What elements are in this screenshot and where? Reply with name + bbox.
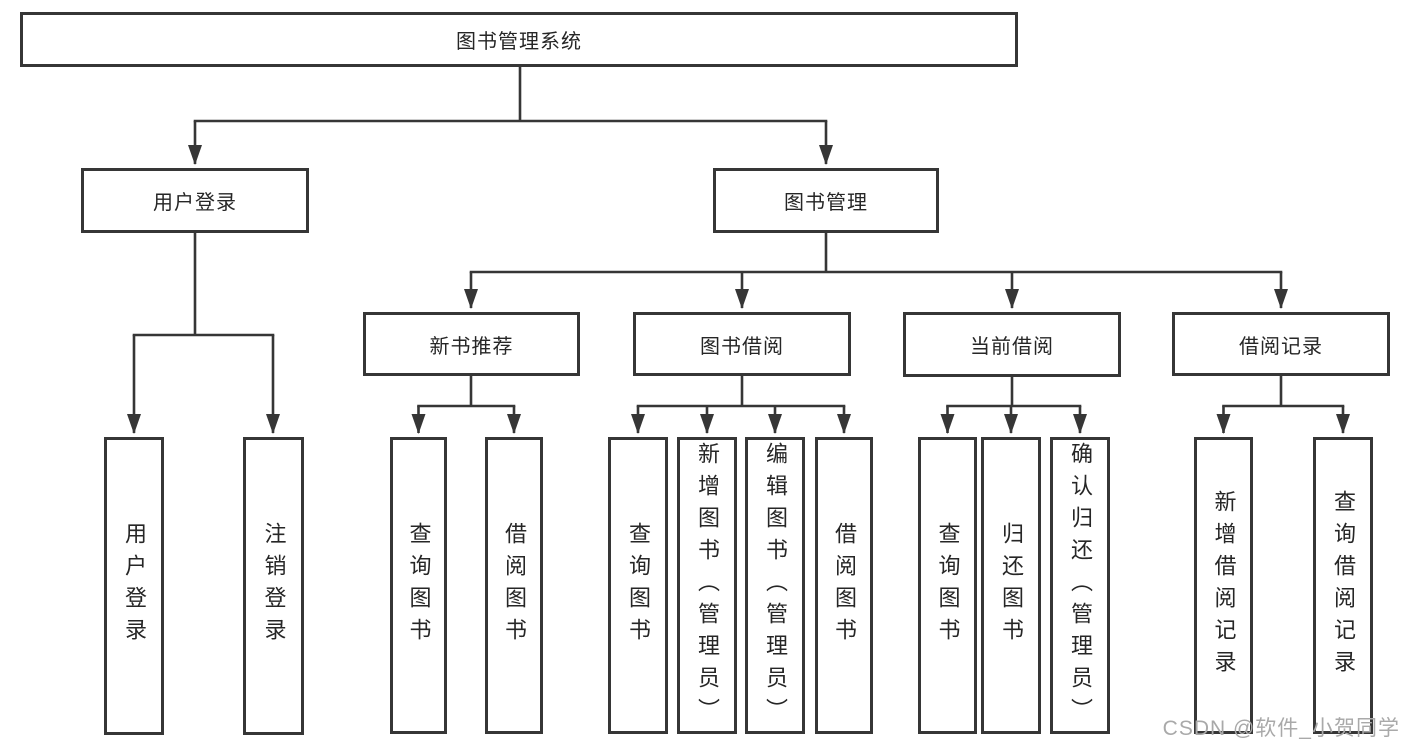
leaf-newbooks-query: 查询图书 [390, 437, 447, 734]
node-current-borrowing-label: 当前借阅 [970, 336, 1054, 358]
leaf-current-confirm-admin-label: 确认归还（管理员） [1068, 441, 1093, 730]
leaf-borrow-borrow-label: 借阅图书 [832, 521, 857, 650]
leaf-borrow-edit-admin-label: 编辑图书（管理员） [763, 441, 788, 730]
node-book-management: 图书管理 [713, 168, 939, 233]
leaf-records-query: 查询借阅记录 [1313, 437, 1373, 734]
leaf-newbooks-borrow-label: 借阅图书 [502, 521, 527, 650]
node-root-label: 图书管理系统 [456, 31, 582, 53]
leaf-records-add-label: 新增借阅记录 [1211, 489, 1237, 682]
leaf-newbooks-query-label: 查询图书 [406, 521, 432, 650]
leaf-current-return-label: 归还图书 [999, 521, 1024, 650]
leaf-current-return: 归还图书 [981, 437, 1041, 734]
node-user-login-label: 用户登录 [153, 192, 237, 214]
leaf-user-login-label: 用户登录 [122, 522, 147, 650]
node-user-login: 用户登录 [81, 168, 309, 233]
node-book-borrowing-label: 图书借阅 [700, 335, 784, 358]
leaf-logout-label: 注销登录 [261, 522, 287, 650]
leaf-current-query-label: 查询图书 [935, 521, 961, 650]
leaf-records-add: 新增借阅记录 [1194, 437, 1253, 734]
leaf-records-query-label: 查询借阅记录 [1331, 489, 1356, 682]
node-borrowing-records-label: 借阅记录 [1239, 335, 1323, 358]
leaf-borrow-edit-admin: 编辑图书（管理员） [745, 437, 805, 734]
leaf-current-confirm-admin: 确认归还（管理员） [1050, 437, 1110, 734]
node-new-book-recommendation: 新书推荐 [363, 312, 580, 376]
leaf-newbooks-borrow: 借阅图书 [485, 437, 543, 734]
leaf-logout: 注销登录 [243, 437, 304, 735]
leaf-user-login: 用户登录 [104, 437, 164, 735]
node-current-borrowing: 当前借阅 [903, 312, 1121, 377]
leaf-borrow-query: 查询图书 [608, 437, 668, 734]
node-root: 图书管理系统 [20, 12, 1018, 67]
node-new-book-recommendation-label: 新书推荐 [429, 335, 514, 358]
leaf-current-query: 查询图书 [918, 437, 977, 734]
node-book-management-label: 图书管理 [784, 192, 868, 214]
leaf-borrow-add-admin-label: 新增图书（管理员） [695, 441, 720, 730]
leaf-borrow-borrow: 借阅图书 [815, 437, 873, 734]
leaf-borrow-query-label: 查询图书 [626, 521, 651, 650]
leaf-borrow-add-admin: 新增图书（管理员） [677, 437, 737, 734]
node-borrowing-records: 借阅记录 [1172, 312, 1390, 376]
node-book-borrowing: 图书借阅 [633, 312, 851, 376]
